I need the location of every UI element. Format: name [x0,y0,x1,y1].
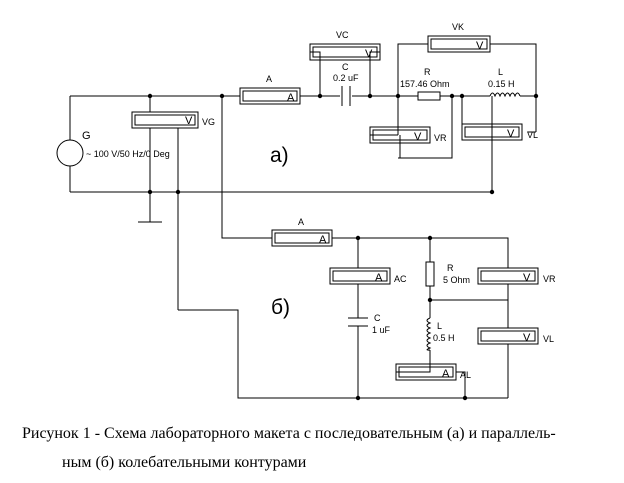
meter-vl-a: V VL [461,123,538,141]
svg-text:VC: VC [336,30,349,40]
svg-text:VL: VL [527,130,538,140]
svg-text:R: R [447,263,454,273]
label-b: б) [271,296,290,319]
circuit-a-wires [69,43,537,310]
meter-vk: V VK [427,22,491,53]
svg-text:C: C [374,313,381,323]
resistor-b: R 5 Ohm [425,261,470,287]
svg-text:0.2 uF: 0.2 uF [333,73,359,83]
svg-text:V: V [185,115,193,127]
svg-text:0.5 H: 0.5 H [433,333,455,343]
svg-text:V: V [414,131,422,143]
svg-text:VL: VL [543,334,554,344]
svg-text:A: A [298,217,304,227]
meter-vl-b: V VL [477,327,554,345]
generator-spec: ~ 100 V/50 Hz/0 Deg [86,149,170,159]
svg-text:V: V [523,332,531,344]
svg-text:VK: VK [452,22,464,32]
svg-text:R: R [424,67,431,77]
label-a: а) [270,144,289,167]
svg-text:VR: VR [543,274,556,284]
svg-text:1 uF: 1 uF [372,325,391,335]
svg-text:A: A [442,368,450,380]
svg-text:A: A [287,92,295,104]
meter-ac: A AC [329,267,407,285]
svg-text:VG: VG [202,117,215,127]
meter-a-parallel: A A [271,217,333,247]
inductor-a: L 0.15 H [488,67,521,98]
circuit-diagram: G ~ 100 V/50 Hz/0 Deg V VG A A C 0.2 uF … [56,22,556,401]
svg-text:G: G [82,130,91,142]
svg-text:157.46 Ohm: 157.46 Ohm [400,79,450,89]
svg-text:V: V [476,40,484,52]
svg-text:V: V [507,128,515,140]
inductor-b: L 0.5 H [426,317,455,351]
capacitor-b: C 1 uF [348,313,391,335]
meter-vc: V VC [309,30,381,61]
svg-text:5 Ohm: 5 Ohm [443,275,470,285]
generator: G ~ 100 V/50 Hz/0 Deg [56,130,170,167]
svg-text:A: A [319,234,327,246]
meter-vr-b: V VR [477,267,556,285]
svg-text:A: A [266,74,272,84]
svg-text:L: L [437,321,442,331]
figure-caption-line-2: ным (б) колебательными контурами [62,454,307,471]
capacitor-a: C 0.2 uF [333,62,359,106]
svg-text:V: V [523,272,531,284]
svg-text:C: C [342,62,349,72]
svg-text:L: L [498,67,503,77]
svg-text:V: V [365,48,373,60]
junctions-a [147,93,539,195]
meter-vr-a: V VR [369,126,447,144]
meter-a-series: A A [239,74,301,105]
svg-text:0.15 H: 0.15 H [488,79,515,89]
circuit-b-wires [178,237,509,399]
junctions-b [355,235,468,401]
svg-text:VR: VR [434,133,447,143]
meter-al: A AL [395,363,471,381]
resistor-a: R 157.46 Ohm [400,67,450,101]
svg-text:AC: AC [394,274,407,284]
svg-text:AL: AL [460,370,471,380]
meter-vg: V VG [131,111,215,129]
svg-text:A: A [375,272,383,284]
figure-caption-line-1: Рисунок 1 - Схема лабораторного макета с… [22,425,556,442]
